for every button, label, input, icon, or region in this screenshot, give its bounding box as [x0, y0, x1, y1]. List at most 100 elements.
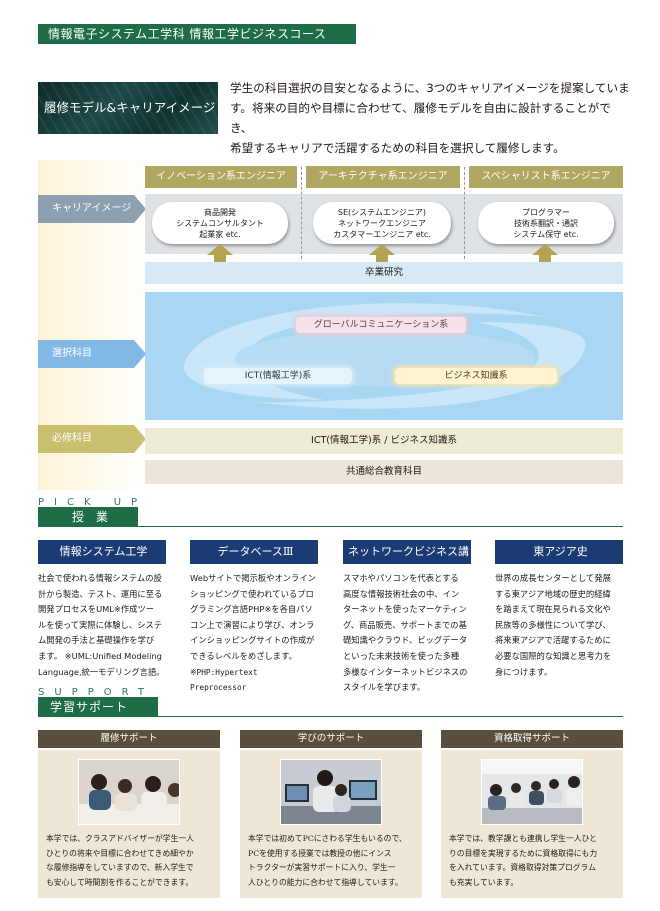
elective-business: ビジネス知識系: [395, 368, 557, 384]
course-line: 民族等の多様性について学び、: [495, 619, 611, 630]
career-text: システム保守 etc.: [513, 230, 579, 239]
course-line: ターネットを使ったマーケティン: [343, 604, 467, 615]
column-divider: [301, 167, 302, 259]
career-text: SE(システムエンジニア): [337, 208, 427, 217]
section-title-box: 履修モデル&キャリアイメージ: [38, 82, 218, 134]
course-line: ルを使って実際に体験し、システ: [38, 619, 163, 630]
support-english-heading: SUPPORT: [38, 687, 154, 698]
course-line: Language,統一モデリング言語。: [38, 666, 165, 677]
intro-line: す。将来の目的や目標に合わせて、履修モデルを自由に設計することができ、: [230, 101, 611, 135]
course-line: インショッピングサイトの作成が: [190, 635, 315, 646]
elective-ict: ICT(情報工学)系: [204, 368, 352, 384]
course-line: 社会で使われる情報システムの設: [38, 573, 162, 583]
support-line: 本学では、クラスアドバイザーが学生一人: [46, 834, 194, 843]
course-line: を踏まえて現在見られる文化や: [495, 604, 611, 615]
support-line: PCを使用する授業では教授の他にインス: [248, 848, 392, 858]
career-text: カスタマーエンジニア etc.: [333, 230, 431, 239]
course-line: 将来東アジアで活躍するために: [495, 635, 611, 646]
career-text: システムコンサルタント: [176, 219, 264, 228]
classroom-photo: [481, 759, 583, 825]
column-divider: [464, 167, 465, 259]
support-line: 本学では、教学課とも連携し学生一人ひと: [449, 834, 597, 843]
support-line: も安心して時間割を作ることができます。: [46, 877, 194, 887]
course-line: グ、商品販売、サポートまでの基: [343, 619, 467, 630]
career-text: 技術系翻訳・通訳: [514, 219, 578, 228]
elective-global: グローバルコミュニケーション系: [296, 317, 466, 333]
course-line: できるレベルをめざします。: [190, 650, 297, 661]
course-line: Webサイトで掲示板やオンライン: [190, 573, 316, 583]
intro-line: 希望するキャリアで活躍するための科目を選択して履修します。: [230, 141, 565, 155]
graduation-research: 卒業研究: [145, 262, 623, 284]
intro-line: 学生の科目選択の目安となるように、3つのキャリアイメージを提案していま: [230, 81, 630, 95]
support-line: ひとりの将来や目標に合わせてきめ細やか: [46, 848, 194, 858]
support-title-course: 履修サポート: [38, 730, 220, 748]
course-description: 社会で使われる情報システムの設 計から製造、テスト、運用に至る 開発プロセスをU…: [38, 571, 166, 680]
course-line: ます。 ※UML:Unified Modeling: [38, 650, 162, 661]
course-line: ショッピングで使われているプロ: [190, 588, 314, 599]
support-description: 本学では初めてPCにさわる学生もいるので、 PCを使用する授業では教授の他にイン…: [248, 832, 418, 890]
elective-label: 選択科目: [38, 340, 146, 368]
arrow-up-icon: [207, 244, 233, 263]
course-line: スタイルを学びます。: [343, 682, 426, 693]
course-line: する東アジア地域の歴史的経緯: [495, 588, 611, 599]
support-line: トラクターが実習サポートに入り、学生一: [248, 863, 396, 873]
elective-area: [145, 292, 623, 420]
career-text: 起業家 etc.: [199, 230, 241, 239]
course-line: 多様なインターネットビジネスの: [343, 666, 468, 677]
section-title: 履修モデル&キャリアイメージ: [44, 100, 216, 115]
section-rule: [38, 716, 623, 717]
course-description: Webサイトで掲示板やオンライン ショッピングで使われているプロ グラミング言語…: [190, 571, 318, 696]
career-pill-specialist: プログラマー 技術系翻訳・通訳 システム保守 etc.: [478, 202, 614, 244]
swirl-decoration: [183, 303, 586, 409]
course-line: 計から製造、テスト、運用に至る: [38, 588, 163, 599]
required-subjects: ICT(情報工学)系 / ビジネス知識系: [145, 428, 623, 454]
course-line: コン上で演習により学び、オンラ: [190, 619, 315, 630]
course-title-network-business: ネットワークビジネス講座: [343, 540, 471, 582]
column-header-architecture: アーキテクチャ系エンジニア: [306, 166, 460, 188]
support-line: を入れています。資格取得対策プログラム: [449, 863, 596, 873]
course-line: 世界の成長センターとして発展: [495, 573, 611, 583]
course-line: ※PHP:Hypertext Preprocessor: [190, 667, 258, 693]
support-heading: 学習サポート: [38, 697, 158, 717]
intro-text: 学生の科目選択の目安となるように、3つのキャリアイメージを提案していま す。将来…: [230, 78, 630, 158]
career-text: ネットワークエンジニア: [338, 219, 426, 228]
arrow-up-icon: [369, 244, 395, 263]
course-line: グラミング言語PHP※を各自パソ: [190, 604, 313, 615]
pickup-english-heading: PICK UP: [38, 497, 148, 508]
support-line: 本学では初めてPCにさわる学生もいるので、: [248, 834, 407, 843]
course-line: スマホやパソコンを代表とする: [343, 573, 459, 583]
required-label: 必修科目: [38, 425, 146, 453]
support-line: りの目標を実現するために資格取得にも力: [449, 848, 598, 858]
support-line: も充実しています。: [449, 877, 519, 887]
course-line: ム開発の手法と基礎操作を学び: [38, 635, 155, 646]
course-line: 開発プロセスをUML※作成ツー: [38, 604, 155, 615]
arrow-up-icon: [532, 244, 558, 263]
support-title-certification: 資格取得サポート: [441, 730, 623, 748]
pickup-heading: 授 業: [38, 507, 138, 527]
column-header-specialist: スペシャリスト系エンジニア: [469, 166, 623, 188]
career-text: プログラマー: [522, 208, 570, 217]
course-description: 世界の成長センターとして発展 する東アジア地域の歴史的経緯 を踏まえて現在見られ…: [495, 571, 623, 680]
support-description: 本学では、クラスアドバイザーが学生一人 ひとりの将来や目標に合わせてきめ細やか …: [46, 832, 216, 890]
department-banner: 情報電子システム工学科 情報工学ビジネスコース: [38, 24, 356, 44]
support-line: な履修指導をしていますので、新入学生で: [46, 863, 194, 873]
career-pill-architecture: SE(システムエンジニア) ネットワークエンジニア カスタマーエンジニア etc…: [313, 202, 451, 244]
students-discussion-photo: [78, 759, 180, 825]
career-text: 商品開発: [204, 208, 236, 217]
course-line: 身につけます。: [495, 666, 553, 677]
support-description: 本学では、教学課とも連携し学生一人ひと りの目標を実現するために資格取得にも力 …: [449, 832, 619, 890]
support-line: 人ひとりの能力に合わせて指導しています。: [248, 877, 403, 887]
career-pill-innovation: 商品開発 システムコンサルタント 起業家 etc.: [152, 202, 288, 244]
section-rule: [38, 526, 623, 527]
course-line: 高度な情報技術社会の中、イン: [343, 588, 460, 599]
support-title-learning: 学びのサポート: [240, 730, 422, 748]
course-line: といった未来技術を使った多種: [343, 650, 460, 661]
course-title-info-systems: 情報システム工学: [38, 540, 166, 564]
course-title-east-asian-history: 東アジア史: [495, 540, 623, 564]
course-line: 礎知識やクラウド、ビッグデータ: [343, 635, 468, 646]
course-line: 必要な国際的な知識と思考力を: [495, 650, 612, 661]
course-description: スマホやパソコンを代表とする 高度な情報技術社会の中、イン ターネットを使ったマ…: [343, 571, 471, 696]
column-header-innovation: イノベーション系エンジニア: [145, 166, 297, 188]
career-image-label: キャリアイメージ: [38, 195, 146, 223]
course-title-database: データベースⅢ: [190, 540, 318, 564]
